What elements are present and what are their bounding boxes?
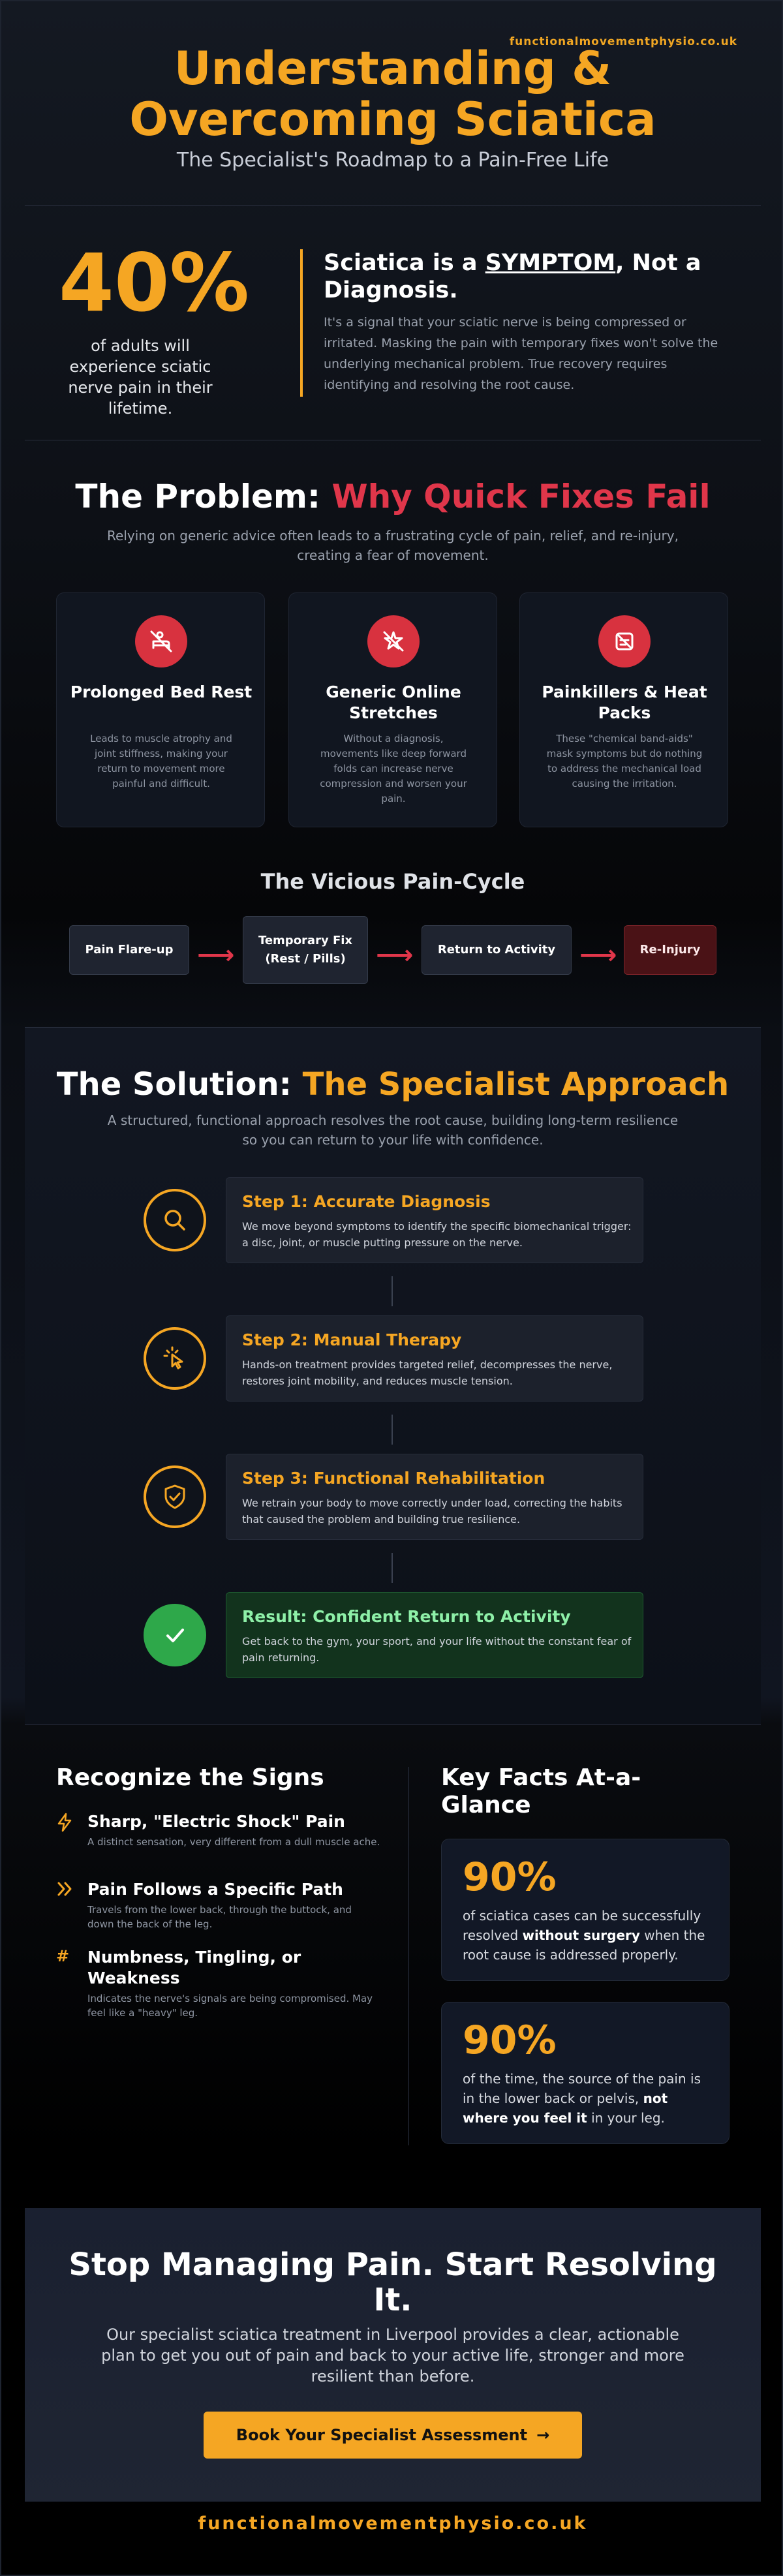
fact-card: 90% of the time, the source of the pain … — [441, 2002, 729, 2144]
book-assessment-label: Book Your Specialist Assessment — [236, 2426, 528, 2444]
check-icon — [144, 1604, 206, 1666]
facts-heading: Key Facts At-a-Glance — [441, 1764, 641, 1818]
sign-body: Indicates the nerve's signals are being … — [87, 1993, 373, 2019]
fact-value: 90% — [463, 2017, 557, 2063]
problem-heading: The Problem: Why Quick Fixes Fail — [1, 478, 783, 515]
sign-body: Travels from the lower back, through the… — [87, 1904, 352, 1930]
symptom-body: It's a signal that your sciatic nerve is… — [324, 315, 718, 392]
cycle-step-return: Return to Activity — [422, 925, 572, 975]
cycle-step-re-injury: Re-Injury — [624, 925, 716, 975]
card-title: Painkillers & Heat Packs — [542, 682, 707, 722]
sign-body: A distinct sensation, very different fro… — [87, 1836, 380, 1848]
symptom-heading-emphasis: SYMPTOM — [485, 250, 616, 276]
hand-pointer-icon — [144, 1327, 206, 1390]
arrow-right-icon: → — [536, 2426, 550, 2444]
card-title: Prolonged Bed Rest — [70, 682, 253, 701]
card-body: Leads to muscle atrophy and joint stiffn… — [90, 733, 232, 790]
fact-text-pre: of the time, the source of the pain is i… — [463, 2071, 701, 2106]
step-card-result: Result: Confident Return to Activity Get… — [226, 1592, 643, 1678]
fact-text-post: when the root cause is addressed properl… — [463, 1927, 705, 1963]
book-assessment-button[interactable]: Book Your Specialist Assessment → — [204, 2412, 582, 2459]
cta-body: Our specialist sciatica treatment in Liv… — [101, 2325, 684, 2385]
problem-card-stretches: Generic Online Stretches Without a diagn… — [288, 592, 497, 827]
sign-title: Sharp, "Electric Shock" Pain — [87, 1812, 345, 1831]
search-icon — [144, 1189, 206, 1251]
accent-divider — [300, 249, 303, 397]
problem-heading-highlight: Why Quick Fixes Fail — [331, 478, 711, 515]
sign-title: Pain Follows a Specific Path — [87, 1880, 343, 1899]
card-body: These "chemical band-aids" mask symptoms… — [546, 733, 703, 790]
arrow-right-icon: ⟶ — [376, 940, 414, 970]
page-subtitle: The Specialist's Roadmap to a Pain-Free … — [176, 149, 609, 172]
problem-card-painkillers: Painkillers & Heat Packs These "chemical… — [519, 592, 728, 827]
solution-heading: The Solution: The Specialist Approach — [1, 1066, 783, 1103]
hash-icon: # — [56, 1947, 70, 1965]
cycle-step-temporary-fix: Temporary Fix (Rest / Pills) — [243, 916, 368, 984]
stat-value: 40% — [59, 237, 250, 330]
step-connector — [392, 1415, 393, 1445]
step-card-diagnosis: Step 1: Accurate Diagnosis We move beyon… — [226, 1177, 643, 1263]
footer-domain-link[interactable]: functionalmovementphysio.co.uk — [198, 2513, 588, 2534]
bed-off-icon — [135, 615, 187, 667]
fact-text-bold: not where you feel it — [463, 2091, 668, 2126]
fact-value: 90% — [463, 1854, 557, 1900]
pill-off-icon — [598, 615, 651, 667]
title-line-1: Understanding & — [174, 42, 612, 95]
step-card-manual-therapy: Step 2: Manual Therapy Hands-on treatmen… — [226, 1315, 643, 1402]
symptom-heading-post: , Not a Diagnosis. — [324, 250, 701, 303]
step-body: Get back to the gym, your sport, and you… — [242, 1635, 632, 1664]
problem-card-bed-rest: Prolonged Bed Rest Leads to muscle atrop… — [56, 592, 265, 827]
solution-heading-highlight: The Specialist Approach — [302, 1066, 729, 1103]
double-chevron-icon — [56, 1880, 74, 1901]
fact-text-bold: without surgery — [522, 1927, 640, 1943]
page-title: Understanding & Overcoming Sciatica — [1, 43, 783, 145]
step-card-rehabilitation: Step 3: Functional Rehabilitation We ret… — [226, 1454, 643, 1540]
sign-title: Numbness, Tingling, or Weakness — [87, 1948, 301, 1987]
symptom-heading: Sciatica is a SYMPTOM, Not a Diagnosis. — [324, 249, 728, 304]
card-body: Without a diagnosis, movements like deep… — [320, 733, 467, 805]
step-connector — [392, 1553, 393, 1583]
arrow-right-icon: ⟶ — [579, 940, 617, 970]
cycle-step-temporary-fix-line1: Temporary Fix — [258, 934, 353, 947]
fact-text-post: in your leg. — [587, 2110, 665, 2126]
stretch-off-icon — [367, 615, 420, 667]
lightning-icon — [56, 1813, 73, 1836]
step-title: Step 1: Accurate Diagnosis — [242, 1192, 491, 1211]
shield-check-icon — [144, 1465, 206, 1528]
column-divider — [408, 1767, 409, 2145]
fact-card: 90% of sciatica cases can be successfull… — [441, 1839, 729, 1981]
solution-subtitle: A structured, functional approach resolv… — [107, 1112, 679, 1148]
fact-text: of the time, the source of the pain is i… — [463, 2069, 711, 2128]
step-body: We retrain your body to move correctly u… — [242, 1497, 622, 1526]
title-line-2: Overcoming Sciatica — [129, 93, 656, 146]
fact-text: of sciatica cases can be successfully re… — [463, 1906, 711, 1965]
cycle-heading: The Vicious Pain-Cycle — [260, 869, 525, 894]
step-title: Step 2: Manual Therapy — [242, 1330, 462, 1349]
step-body: We move beyond symptoms to identify the … — [242, 1220, 632, 1249]
symptom-heading-pre: Sciatica is a — [324, 250, 485, 276]
cycle-step-flare-up: Pain Flare-up — [69, 925, 189, 975]
arrow-right-icon: ⟶ — [197, 940, 235, 970]
step-title: Step 3: Functional Rehabilitation — [242, 1469, 545, 1488]
step-title: Result: Confident Return to Activity — [242, 1607, 571, 1626]
stat-caption: of adults will experience sciatic nerve … — [68, 337, 213, 418]
problem-subtitle: Relying on generic advice often leads to… — [107, 528, 679, 563]
card-title: Generic Online Stretches — [326, 682, 461, 722]
signs-heading: Recognize the Signs — [56, 1764, 324, 1791]
solution-heading-pre: The Solution: — [56, 1066, 303, 1103]
cta-heading: Stop Managing Pain. Start Resolving It. — [69, 2246, 717, 2318]
step-body: Hands-on treatment provides targeted rel… — [242, 1358, 613, 1387]
problem-heading-pre: The Problem: — [75, 478, 332, 515]
step-connector — [392, 1276, 393, 1306]
header-domain-link[interactable]: functionalmovementphysio.co.uk — [509, 35, 737, 48]
cycle-step-temporary-fix-line2: (Rest / Pills) — [265, 952, 346, 966]
fact-text-pre: of sciatica cases can be successfully re… — [463, 1908, 701, 1943]
section-divider — [25, 205, 761, 206]
